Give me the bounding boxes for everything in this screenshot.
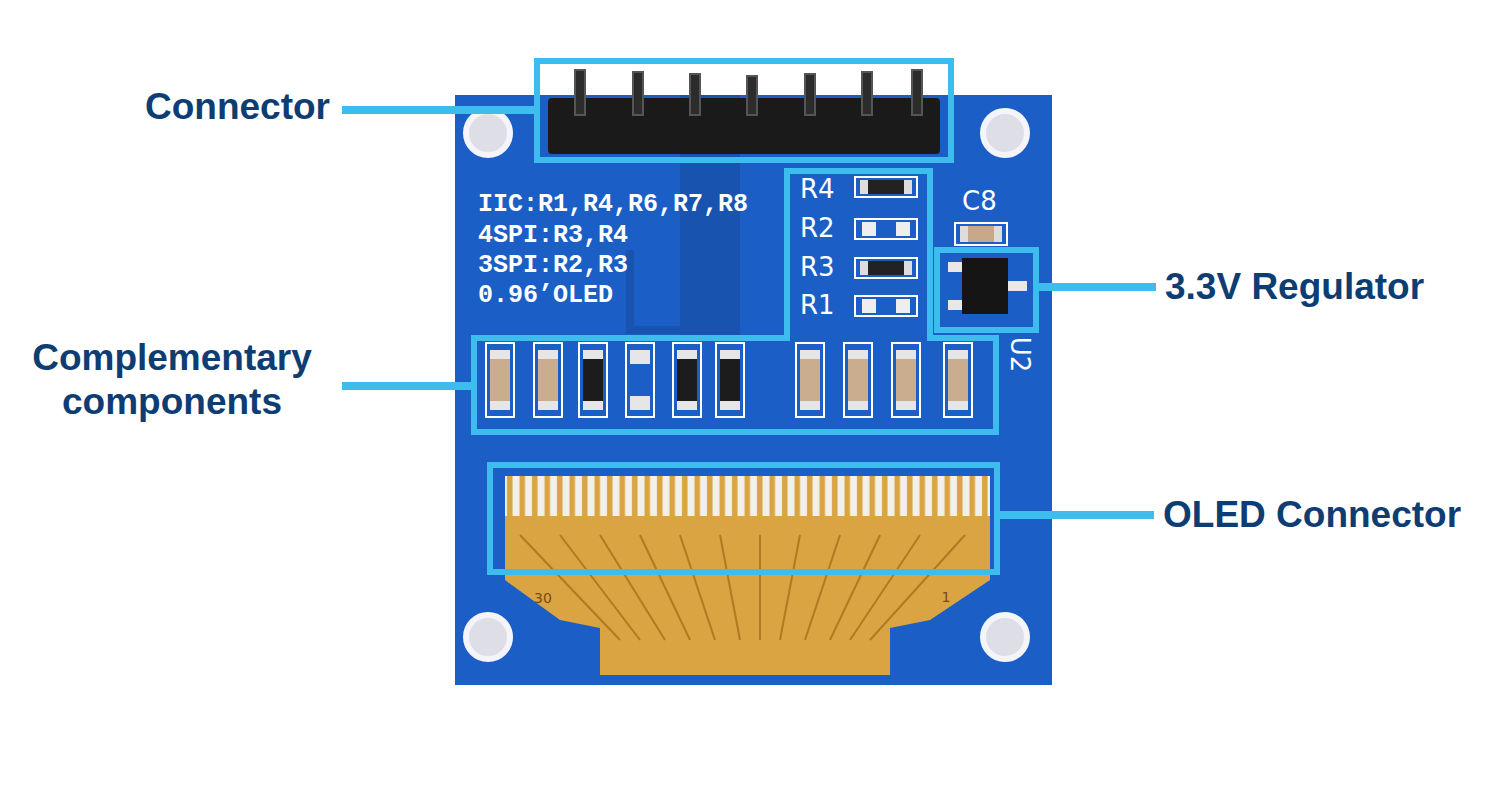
smd-resistor — [855, 177, 917, 316]
silkscreen-text: 4SPI:R3,R4 — [478, 221, 628, 251]
part-reference: U2 — [1004, 337, 1035, 373]
leader-line — [342, 110, 1156, 515]
part-reference: R3 — [800, 252, 835, 283]
smd-capacitor — [955, 223, 1007, 245]
pin-header — [548, 70, 940, 154]
part-reference: R2 — [800, 213, 835, 244]
pcb-trace — [630, 250, 680, 330]
smd-component-row — [486, 343, 972, 417]
regulator-chip — [948, 258, 1027, 314]
pin-number: 30 — [534, 590, 552, 607]
callout-label: Connector — [145, 85, 330, 129]
silkscreen-text: IIC:R1,R4,R6,R7,R8 — [478, 190, 748, 220]
highlight-box — [474, 61, 1036, 572]
part-reference: R1 — [800, 290, 835, 321]
callout-label: Complementary components — [7, 336, 337, 425]
silkscreen-text: 3SPI:R2,R3 — [478, 251, 628, 281]
callout-label: 3.3V Regulator — [1165, 265, 1424, 309]
part-reference: R4 — [800, 174, 835, 205]
callout-label: OLED Connector — [1163, 493, 1461, 537]
silkscreen-text: 0.96’OLED — [478, 281, 613, 311]
pcb-board — [455, 95, 1052, 685]
part-reference: C8 — [962, 186, 997, 217]
pin-number: 1 — [942, 589, 951, 606]
oled-flex-cable — [505, 476, 990, 675]
